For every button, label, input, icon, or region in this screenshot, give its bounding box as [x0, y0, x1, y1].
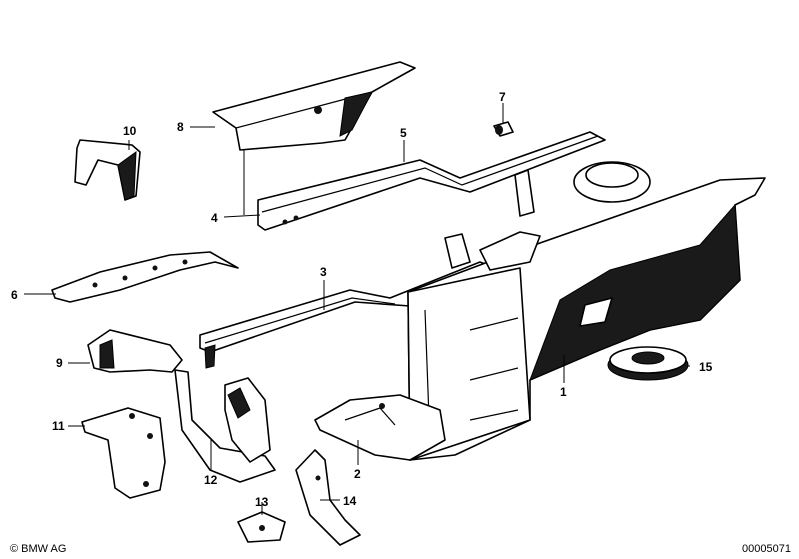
part-6-plate [51, 251, 239, 303]
callout-11: 11 [52, 419, 65, 433]
part-2-floor-plate [314, 394, 446, 461]
callout-15: 15 [699, 360, 713, 374]
part-7-grommet [493, 121, 514, 137]
callout-1: 1 [560, 385, 567, 399]
part-8-upper-member [212, 61, 416, 151]
part-11-bracket [81, 407, 166, 499]
callout-9: 9 [56, 356, 63, 370]
leader-lines [24, 103, 690, 515]
callout-5: 5 [400, 126, 407, 140]
callout-4: 4 [211, 211, 218, 225]
callout-labels: 1 2 3 4 5 6 7 8 9 10 11 12 13 14 15 [11, 90, 713, 509]
callout-6: 6 [11, 288, 18, 302]
part-10-bracket [74, 139, 141, 201]
callout-2: 2 [354, 467, 361, 481]
part-9-bracket [87, 329, 183, 373]
part-1-side-assembly [407, 161, 766, 461]
callout-3: 3 [320, 265, 327, 279]
callout-13: 13 [255, 495, 269, 509]
image-number: 00005071 [742, 543, 791, 555]
callout-14: 14 [343, 494, 357, 508]
part-14-strut [295, 449, 361, 546]
part-15-ring [607, 346, 689, 381]
part-12-curved-panel [174, 369, 276, 483]
callout-12: 12 [204, 473, 218, 487]
callout-10: 10 [123, 124, 137, 138]
part-4-5-long-member [257, 131, 606, 231]
callout-8: 8 [177, 120, 184, 134]
part-13-small-plate [237, 511, 286, 543]
copyright-text: © BMW AG [10, 543, 67, 555]
callout-7: 7 [499, 90, 506, 104]
